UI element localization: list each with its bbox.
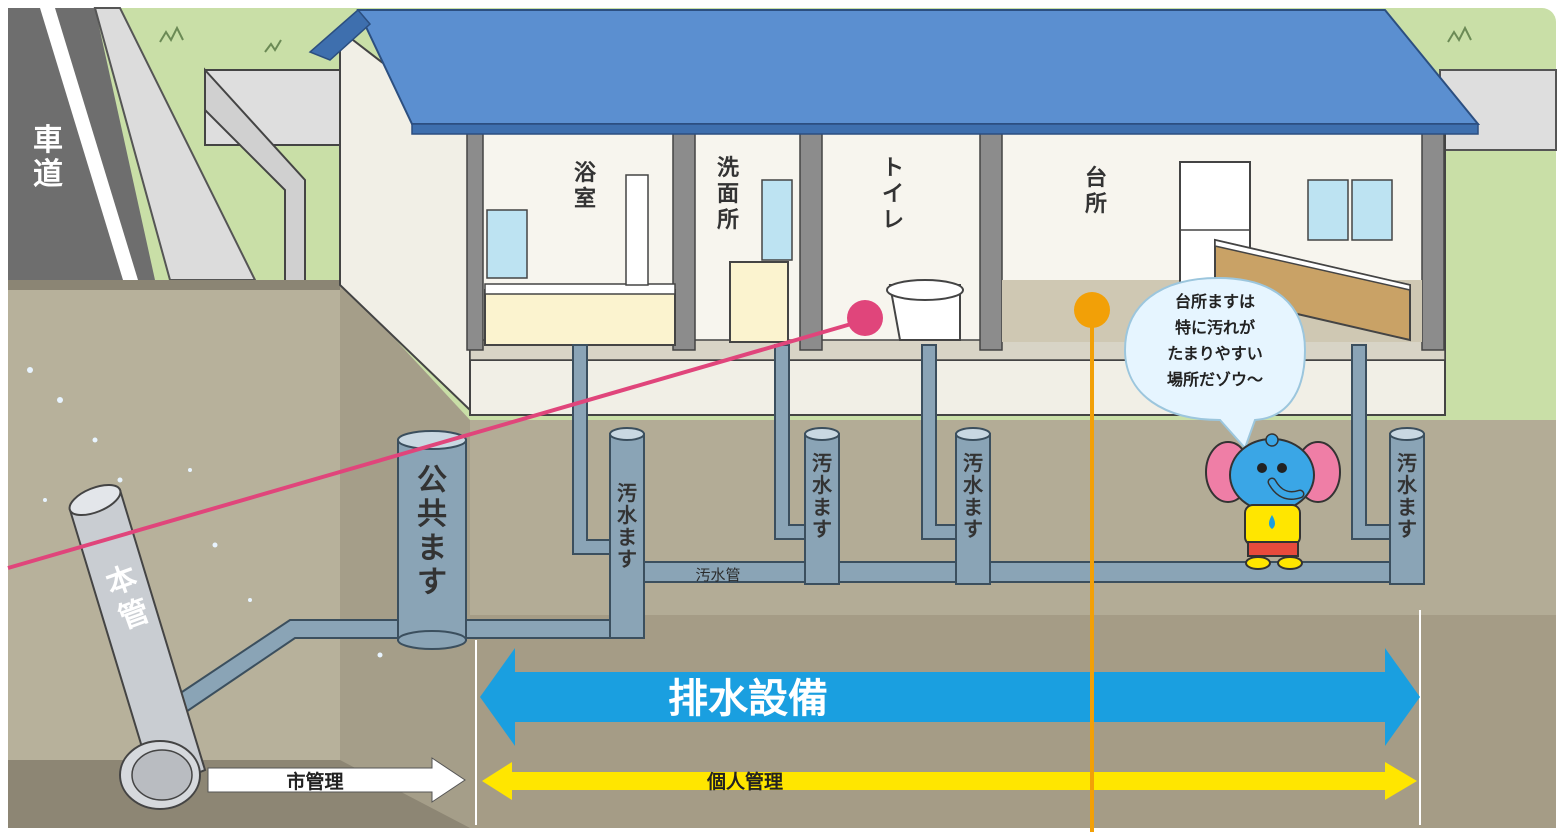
orange-marker — [1074, 292, 1110, 328]
sewage-basin: 汚水ます — [955, 427, 991, 585]
pink-marker — [847, 300, 883, 336]
speech-bubble-line: 場所だゾウ〜 — [1167, 370, 1263, 389]
city-managed-label: 市管理 — [286, 770, 343, 793]
sewage-pipe-label: 汚水管 — [695, 566, 740, 584]
private-managed-label: 個人管理 — [706, 770, 783, 793]
kitchen-window — [1307, 179, 1349, 241]
sewage-basin: 汚水ます — [804, 427, 840, 585]
mirror — [761, 179, 793, 261]
water-dots — [27, 367, 383, 658]
room-name: 洗面所 — [717, 156, 739, 233]
svg-text:公共ます: 公共ます — [417, 463, 447, 600]
sewage-basin-label: 汚水ます — [1397, 451, 1418, 541]
grass-tuft — [1447, 25, 1472, 43]
sewage-basin-label: 汚水ます — [812, 451, 833, 541]
private-management-arrow: 個人管理 — [482, 762, 1417, 800]
washbasin — [729, 261, 789, 343]
speech-bubble-line: 台所ますは — [1175, 292, 1255, 311]
grass-tuft — [159, 25, 184, 43]
sewage-basin: 汚水ます — [609, 427, 645, 639]
room-name: 台所 — [1085, 165, 1107, 217]
room-label-toilet: トイレ — [882, 156, 904, 233]
bathtub — [484, 289, 676, 346]
sewage-basin-label: 汚水ます — [617, 481, 638, 571]
sewage-pipe — [639, 561, 1421, 583]
bath-window — [486, 209, 528, 279]
room-name: 浴室 — [574, 161, 597, 212]
drain-pipes — [572, 344, 1393, 555]
room-label-bath: 浴室 — [574, 161, 597, 212]
elephant-mascot — [1205, 433, 1341, 570]
pink-marker-line — [7, 318, 866, 570]
room-label-kitchen: 台所 — [1085, 165, 1107, 217]
speech-bubble: 台所ますは 特に汚れが たまりやすい 場所だゾウ〜 — [1123, 276, 1307, 450]
room-name: トイレ — [882, 156, 904, 233]
grass-tuft — [264, 39, 282, 53]
drainage-facility-arrow: 排水設備 — [480, 648, 1420, 746]
room-label-washroom: 洗面所 — [717, 156, 739, 233]
sewage-basin-label: 汚水ます — [963, 451, 984, 541]
roof — [356, 9, 1481, 125]
public-basin: 公共ます — [397, 430, 467, 650]
main-pipe: 本管 — [68, 483, 207, 810]
sewage-basin: 汚水ます — [1389, 427, 1425, 585]
drainage-facility-label: 排水設備 — [668, 676, 828, 722]
speech-bubble-line: たまりやすい — [1167, 344, 1263, 363]
city-management-arrow: 市管理 — [207, 757, 466, 803]
speech-bubble-line: 特に汚れが — [1175, 318, 1255, 337]
road-label: 車道 — [33, 123, 63, 192]
